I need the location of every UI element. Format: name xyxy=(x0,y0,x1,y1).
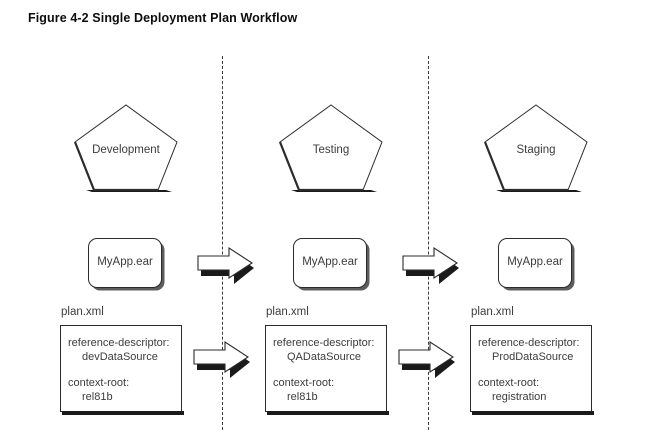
plan-entry-reference-descriptor: reference-descriptor: ProdDataSource xyxy=(478,336,587,364)
archive-label: MyApp.ear xyxy=(507,256,563,268)
plan-box-development: reference-descriptor: devDataSource cont… xyxy=(60,325,184,415)
plan-key: context-root: xyxy=(273,377,335,389)
archive-box-staging: MyApp.ear xyxy=(498,238,572,288)
archive-label: MyApp.ear xyxy=(97,256,153,268)
plan-value: rel81b xyxy=(287,391,318,403)
right-arrow-icon xyxy=(197,246,254,284)
plan-caption-development: plan.xml xyxy=(61,306,104,318)
plan-entry-reference-descriptor: reference-descriptor: QADataSource xyxy=(273,336,382,364)
plan-box-testing: reference-descriptor: QADataSource conte… xyxy=(265,325,389,415)
environment-label: Staging xyxy=(516,144,556,156)
plan-key: context-root: xyxy=(68,377,130,389)
plan-entry-context-root: context-root: registration xyxy=(478,376,587,404)
plan-key: reference-descriptor: xyxy=(273,337,375,349)
environment-label: Development xyxy=(92,144,160,156)
plan-value: rel81b xyxy=(82,391,113,403)
environment-pentagon-staging: Staging xyxy=(482,102,590,194)
environment-pentagon-development: Development xyxy=(72,102,180,194)
environment-pentagon-testing: Testing xyxy=(277,102,385,194)
flow-arrow-dev-to-test-plan xyxy=(192,340,254,380)
phase-divider-2 xyxy=(428,56,429,430)
figure-title: Figure 4-2 Single Deployment Plan Workfl… xyxy=(28,11,298,25)
archive-box-testing: MyApp.ear xyxy=(293,238,367,288)
plan-entry-context-root: context-root: rel81b xyxy=(68,376,177,404)
archive-label: MyApp.ear xyxy=(302,256,358,268)
flow-arrow-dev-to-test-archive xyxy=(196,246,258,286)
environment-label: Testing xyxy=(312,144,350,156)
flow-arrow-test-to-stage-plan xyxy=(397,340,459,380)
plan-value: ProdDataSource xyxy=(492,351,574,363)
plan-caption-staging: plan.xml xyxy=(471,306,514,318)
plan-caption-testing: plan.xml xyxy=(266,306,309,318)
right-arrow-icon xyxy=(193,340,250,378)
flow-arrow-test-to-stage-archive xyxy=(401,246,463,286)
phase-divider-1 xyxy=(222,56,223,430)
plan-box-staging: reference-descriptor: ProdDataSource con… xyxy=(470,325,594,415)
plan-entry-context-root: context-root: rel81b xyxy=(273,376,382,404)
right-arrow-icon xyxy=(398,340,455,378)
pentagon-icon xyxy=(73,104,178,192)
plan-key: reference-descriptor: xyxy=(478,337,580,349)
plan-entry-reference-descriptor: reference-descriptor: devDataSource xyxy=(68,336,177,364)
plan-value: devDataSource xyxy=(82,351,158,363)
pentagon-icon xyxy=(278,104,383,192)
plan-value: QADataSource xyxy=(287,351,361,363)
plan-value: registration xyxy=(492,391,547,403)
archive-box-development: MyApp.ear xyxy=(88,238,162,288)
plan-key: context-root: xyxy=(478,377,540,389)
right-arrow-icon xyxy=(402,246,459,284)
plan-key: reference-descriptor: xyxy=(68,337,170,349)
pentagon-icon xyxy=(483,104,588,192)
